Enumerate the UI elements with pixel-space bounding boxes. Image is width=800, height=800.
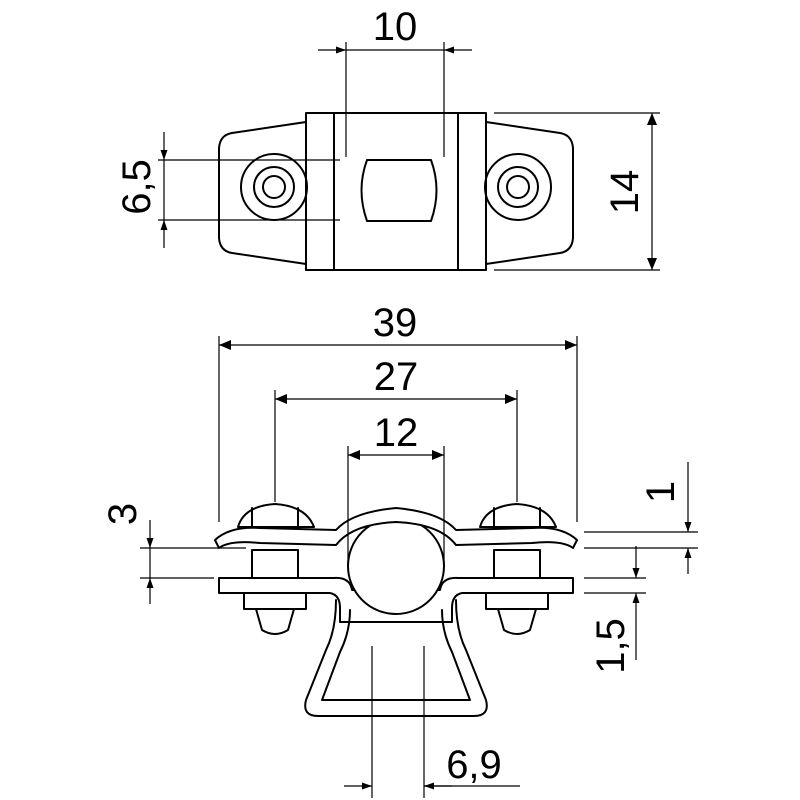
dim-total-height: 14	[494, 112, 660, 271]
top-view-right-screw	[484, 153, 552, 221]
dim-hole-height: 6,5	[115, 132, 340, 248]
dim-label-14: 14	[603, 170, 647, 215]
front-view-left-screw	[237, 503, 315, 635]
dim-clamp-width: 12	[347, 411, 445, 566]
front-view-top-strap	[214, 507, 578, 549]
dim-label-12: 12	[374, 411, 419, 455]
top-view: 10 6,5 14	[115, 5, 660, 271]
top-view-left-screw	[240, 153, 308, 221]
dim-hole-spacing: 27	[274, 355, 518, 502]
dim-wire-diameter: 6,9	[344, 646, 520, 798]
top-view-slot	[360, 159, 438, 222]
front-view-wire-bail	[304, 599, 488, 717]
dim-total-length: 39	[218, 301, 578, 522]
dim-upper-height: 3	[101, 503, 246, 604]
front-view: 39 27 12 3	[101, 301, 698, 798]
dim-label-6-5: 6,5	[115, 159, 159, 215]
dim-slot-width: 10	[318, 5, 472, 157]
top-view-base-plate	[218, 121, 307, 265]
top-view-right-ear	[485, 121, 574, 265]
dim-label-1: 1	[639, 481, 683, 503]
dim-label-39: 39	[373, 301, 418, 345]
dim-label-3: 3	[101, 503, 145, 525]
dim-label-27: 27	[374, 355, 419, 399]
dim-label-10: 10	[373, 5, 418, 49]
front-view-bottom-plate	[218, 576, 574, 623]
front-view-right-screw	[479, 503, 557, 635]
dim-label-1-5: 1,5	[589, 618, 633, 674]
dim-top-thickness: 1	[584, 462, 698, 574]
dim-label-6-9: 6,9	[446, 743, 502, 787]
dim-bottom-thickness: 1,5	[584, 546, 646, 674]
front-view-clamp-ball	[347, 517, 445, 615]
